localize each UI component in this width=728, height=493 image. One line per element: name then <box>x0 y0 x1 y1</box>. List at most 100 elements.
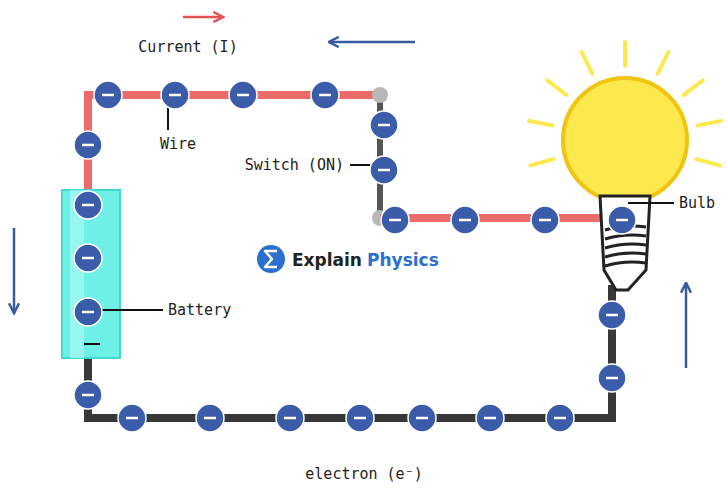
electron-minus <box>82 204 94 207</box>
electron-minus <box>606 314 618 317</box>
electron-dot <box>161 81 189 109</box>
light-ray <box>530 159 553 165</box>
electron-dot <box>476 404 504 432</box>
electron-dot <box>370 111 398 139</box>
electron-minus <box>169 94 181 97</box>
part-label: Bulb <box>679 194 715 212</box>
electron-dot <box>598 364 626 392</box>
electron-dot <box>74 191 102 219</box>
electron-minus <box>82 144 94 147</box>
part-label: Wire <box>160 135 196 153</box>
electron <box>531 206 559 234</box>
light-ray <box>582 52 593 74</box>
electron <box>74 381 102 409</box>
electron-minus <box>82 257 94 260</box>
electron-minus <box>102 94 114 97</box>
electron <box>161 81 189 109</box>
electron <box>74 244 102 272</box>
light-ray <box>547 80 566 95</box>
electron-dot <box>94 81 122 109</box>
electron-arrow <box>13 228 16 312</box>
electron-minus <box>378 124 390 127</box>
electron-dot <box>74 298 102 326</box>
electrons <box>74 81 636 432</box>
leader-line <box>100 309 163 311</box>
current-arrow <box>183 16 222 19</box>
electron <box>346 404 374 432</box>
electron-minus <box>204 417 216 420</box>
electron <box>608 206 636 234</box>
wire <box>88 95 380 190</box>
light-ray <box>529 121 553 126</box>
electron <box>598 364 626 392</box>
electron-dot <box>408 404 436 432</box>
electron-dot <box>451 206 479 234</box>
electron-dot <box>74 131 102 159</box>
electron-minus <box>319 94 331 97</box>
screw-thread <box>605 244 646 248</box>
electron <box>311 81 339 109</box>
screw-thread <box>605 235 646 239</box>
logo-mark <box>257 245 285 273</box>
electron <box>381 206 409 234</box>
electron-minus <box>284 417 296 420</box>
wire <box>88 285 612 418</box>
electron-minus <box>416 417 428 420</box>
electron-dot <box>608 206 636 234</box>
electron <box>74 191 102 219</box>
electron <box>598 301 626 329</box>
electron-dot <box>74 244 102 272</box>
electron <box>118 404 146 432</box>
electron-dot <box>196 404 224 432</box>
electron-arrow <box>330 41 415 44</box>
electron-dot <box>118 404 146 432</box>
electron <box>94 81 122 109</box>
electron-minus <box>237 94 249 97</box>
electron-dot <box>598 301 626 329</box>
current-label: Current (I) <box>138 38 237 56</box>
logo-sigma <box>265 251 277 267</box>
bulb-base <box>600 196 650 290</box>
electron <box>370 111 398 139</box>
electron-minus <box>378 169 390 172</box>
electron-minus <box>484 417 496 420</box>
electron-dot <box>531 206 559 234</box>
part-label: Battery <box>168 301 231 319</box>
electron <box>370 156 398 184</box>
electron <box>408 404 436 432</box>
electron-minus <box>459 219 471 222</box>
electron <box>196 404 224 432</box>
screw-thread <box>605 262 646 266</box>
battery-cell <box>62 190 120 358</box>
light-ray <box>684 80 703 95</box>
electron-minus <box>606 377 618 380</box>
electron-dot <box>74 381 102 409</box>
wire <box>380 214 610 222</box>
electron-dot <box>311 81 339 109</box>
light-ray <box>623 42 627 66</box>
electron-minus <box>82 394 94 397</box>
electron <box>546 404 574 432</box>
electron-dot <box>276 404 304 432</box>
electron <box>229 81 257 109</box>
electron-dot <box>546 404 574 432</box>
electron <box>451 206 479 234</box>
electron-minus <box>82 311 94 314</box>
switch-contact <box>372 87 388 103</box>
part-label: Switch (ON) <box>245 156 344 174</box>
light-ray <box>698 121 722 126</box>
electron-minus <box>539 219 551 222</box>
logo-word: Physics <box>367 250 439 270</box>
electron-dot <box>229 81 257 109</box>
screw-thread <box>605 253 646 257</box>
electron-dot <box>346 404 374 432</box>
electron-dot <box>381 206 409 234</box>
electron-minus <box>554 417 566 420</box>
electron <box>476 404 504 432</box>
electron <box>276 404 304 432</box>
electron-minus <box>126 417 138 420</box>
light-ray <box>696 159 719 165</box>
bulb-glass <box>563 78 687 202</box>
electron-minus <box>354 417 366 420</box>
